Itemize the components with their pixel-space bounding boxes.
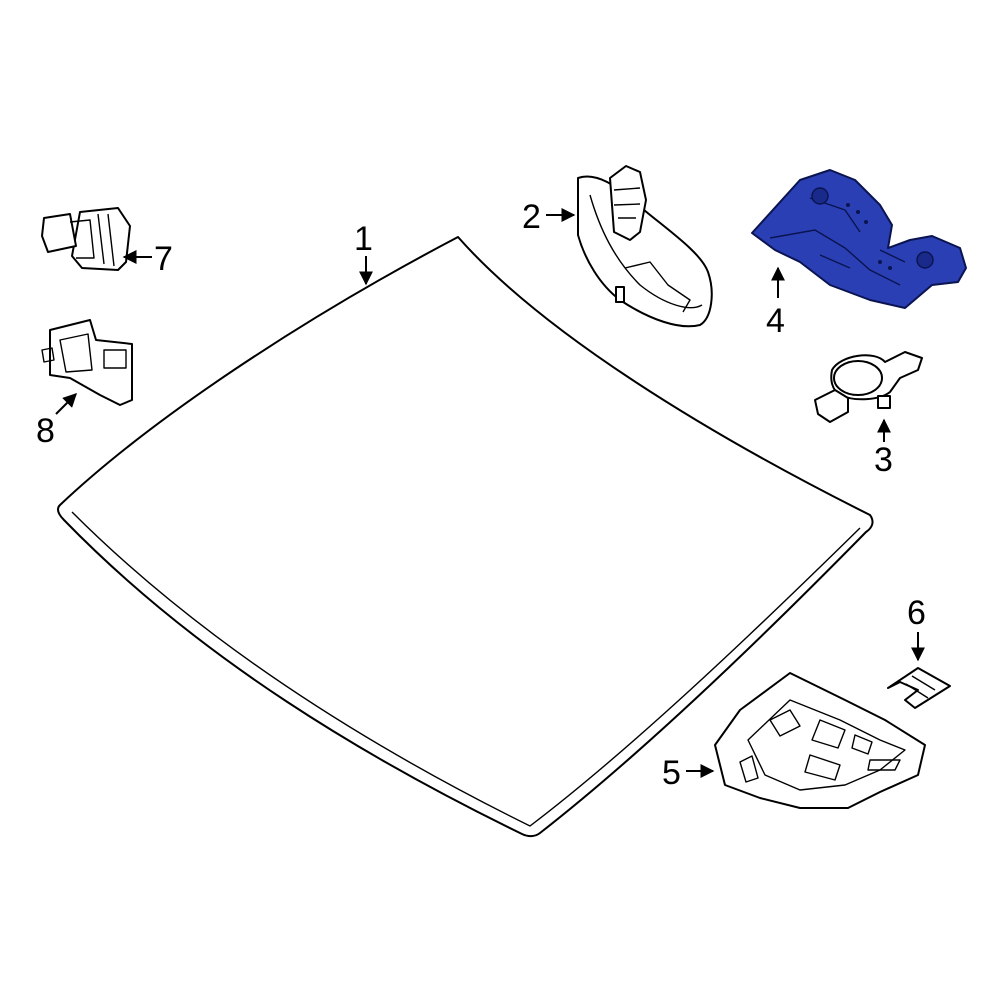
callout-8-label: 8 xyxy=(36,412,55,450)
callout-1-label: 1 xyxy=(354,220,373,258)
callout-3-label: 3 xyxy=(874,441,893,479)
callout-1[interactable]: 1 xyxy=(354,220,373,286)
callout-2-label: 2 xyxy=(522,198,541,236)
callout-7[interactable]: 7 xyxy=(122,240,173,278)
cover-panel-part[interactable] xyxy=(714,672,926,809)
callout-2[interactable]: 2 xyxy=(522,198,576,236)
callout-4[interactable]: 4 xyxy=(766,266,785,340)
callout-5-label: 5 xyxy=(662,754,681,792)
clip-part[interactable] xyxy=(887,667,951,709)
callout-7-label: 7 xyxy=(154,240,173,278)
windshield-part[interactable] xyxy=(56,236,874,838)
callout-6-label: 6 xyxy=(907,594,926,632)
camera-bracket-part[interactable] xyxy=(41,319,133,406)
callout-3[interactable]: 3 xyxy=(874,418,893,479)
sensor-bracket-part-highlighted[interactable] xyxy=(751,169,967,309)
callout-8-leader xyxy=(55,393,77,415)
callout-8[interactable]: 8 xyxy=(36,393,77,450)
callout-4-label: 4 xyxy=(766,302,785,340)
rain-sensor-part[interactable] xyxy=(814,351,923,423)
camera-module-part[interactable] xyxy=(41,207,131,271)
rearview-mirror-part[interactable] xyxy=(577,165,713,328)
callout-5[interactable]: 5 xyxy=(662,754,715,792)
callout-6[interactable]: 6 xyxy=(907,594,926,662)
